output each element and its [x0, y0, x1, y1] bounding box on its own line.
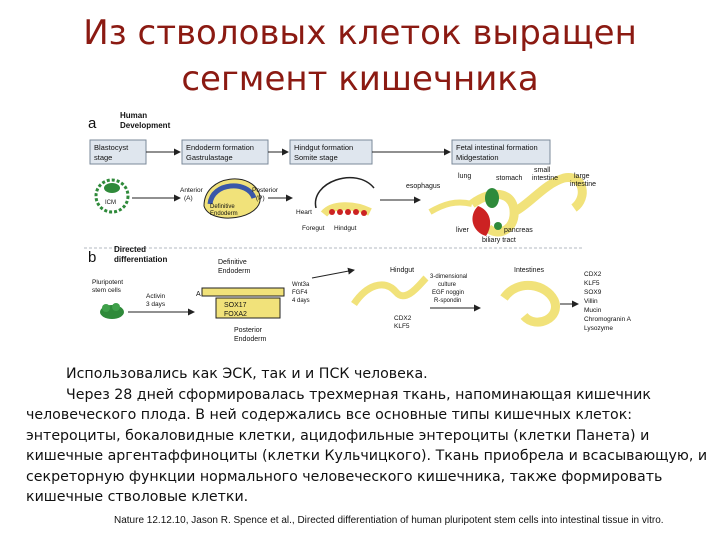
panel-b-heading-1: Directed [114, 245, 146, 254]
stage-box-hindgut: Hindgut formation Somite stage [289, 139, 373, 165]
paragraph-2: Через 28 дней сформировалась трехмерная … [26, 386, 708, 506]
panel-a-heading-1: Human [120, 111, 147, 120]
slide-title: Из стволовых клеток выращен сегмент кише… [0, 10, 720, 102]
activin-label-1: Activin [146, 293, 166, 300]
icm-label: ICM [105, 200, 116, 206]
stage-box-fetal: Fetal intestinal formation Midgestation [451, 139, 551, 165]
panel-b-letter: b [88, 249, 96, 266]
endoderm-sheet: A SOX17 FOXA2 [196, 287, 285, 319]
hindgut-spheroid [351, 275, 429, 307]
somite-embryo: Heart Foregut Hindgut [296, 176, 375, 232]
culture-label-2: culture [438, 282, 457, 288]
definitive-label-1: Definitive [210, 204, 235, 210]
stage4-label-1: Fetal intestinal formation [456, 143, 538, 152]
liver-label: liver [456, 227, 470, 234]
body-text: Использовались как ЭСК, так и и ПСК чело… [26, 364, 716, 508]
stage-box-blastocyst: Blastocyst stage [89, 139, 147, 165]
intestines-label: Intestines [514, 267, 544, 274]
gastrula-embryo: Anterior (A) Posterior (P) Definitive En… [180, 178, 279, 219]
wnt-label-3: 4 days [292, 298, 310, 304]
marker-item: Villin [584, 298, 598, 305]
anterior-mark: A [196, 291, 201, 298]
lung-label: lung [458, 173, 471, 180]
stage3-label-2: Somite stage [294, 153, 338, 162]
anterior-label-2: (A) [184, 195, 193, 202]
pluripotent-label-2: stem cells [92, 287, 122, 294]
biliary-label: biliary tract [482, 237, 516, 244]
endoderm-label-1: Definitive [218, 259, 247, 266]
large-label-1: large [574, 173, 590, 180]
hindgut-label-b: Hindgut [390, 267, 414, 274]
culture-label-3: EGF noggin [432, 290, 464, 296]
esophagus-label: esophagus [406, 183, 441, 190]
arrow-wnt [311, 267, 355, 279]
cdx2-b-label: CDX2 [394, 315, 412, 322]
small-label-2: intestine [532, 175, 558, 182]
anterior-label-1: Anterior [180, 187, 204, 194]
stem-cell-colony [100, 303, 124, 319]
marker-item: Mucin [584, 307, 602, 314]
citation: Nature 12.12.10, Jason R. Spence et al.,… [114, 515, 664, 526]
intestinal-organoid [500, 280, 560, 327]
large-label-2: intestine [570, 181, 596, 188]
wnt-label-1: Wnt3a [292, 282, 310, 288]
sox17-label: SOX17 [224, 302, 247, 309]
pluripotent-label-1: Pluripotent [92, 279, 123, 286]
pancreas-label: pancreas [504, 227, 533, 234]
culture-label-1: 3-dimensional [430, 274, 467, 280]
small-label-1: small [534, 167, 551, 174]
foregut-label: Foregut [302, 225, 325, 232]
stage1-label-1: Blastocyst [94, 143, 129, 152]
blastocyst-illustration: ICM [94, 178, 130, 214]
endoderm-label-2: Endoderm [218, 268, 250, 275]
title-line-2: сегмент кишечника [181, 59, 539, 99]
stage2-label-1: Endoderm formation [186, 143, 254, 152]
klf5-b-label: KLF5 [394, 323, 410, 330]
title-line-1: Из стволовых клеток выращен [83, 13, 637, 53]
activin-label-2: 3 days [146, 301, 166, 308]
posterior-label-1: Posterior [252, 187, 279, 194]
heart-label: Heart [296, 209, 312, 216]
fetal-gut-illustration: esophagus lung stomach small intestine l… [406, 167, 596, 244]
panel-a-letter: a [88, 115, 97, 132]
definitive-label-2: Endoderm [210, 211, 238, 217]
marker-item: Lysozyme [584, 325, 613, 332]
marker-item: SOX9 [584, 289, 602, 296]
stage2-label-2: Gastrulastage [186, 153, 233, 162]
posterior-b-label-2: Endoderm [234, 336, 266, 343]
development-diagram: a Human Development Blastocyst stage End… [84, 111, 632, 343]
posterior-b-label-1: Posterior [234, 327, 263, 334]
marker-list: CDX2 KLF5 SOX9 Villin Mucin Chromogranin… [584, 271, 632, 332]
paragraph-1: Использовались как ЭСК, так и и ПСК чело… [66, 366, 428, 382]
panel-b-heading-2: differentiation [114, 255, 167, 264]
foxa2-label: FOXA2 [224, 311, 247, 318]
figure-panel: a Human Development Blastocyst stage End… [84, 108, 720, 356]
stage3-label-1: Hindgut formation [294, 143, 353, 152]
stage-box-endoderm: Endoderm formation Gastrulastage [181, 139, 269, 165]
panel-a-heading-2: Development [120, 121, 171, 130]
wnt-label-2: FGF4 [292, 290, 308, 296]
hindgut-label-a: Hindgut [334, 225, 357, 232]
marker-item: KLF5 [584, 280, 600, 287]
marker-item: Chromogranin A [584, 316, 632, 323]
stage1-label-2: stage [94, 153, 112, 162]
marker-item: CDX2 [584, 271, 602, 278]
stage4-label-2: Midgestation [456, 153, 499, 162]
culture-label-4: R-spondin [434, 298, 461, 304]
stomach-label: stomach [496, 175, 523, 182]
posterior-label-2: (P) [256, 195, 265, 202]
